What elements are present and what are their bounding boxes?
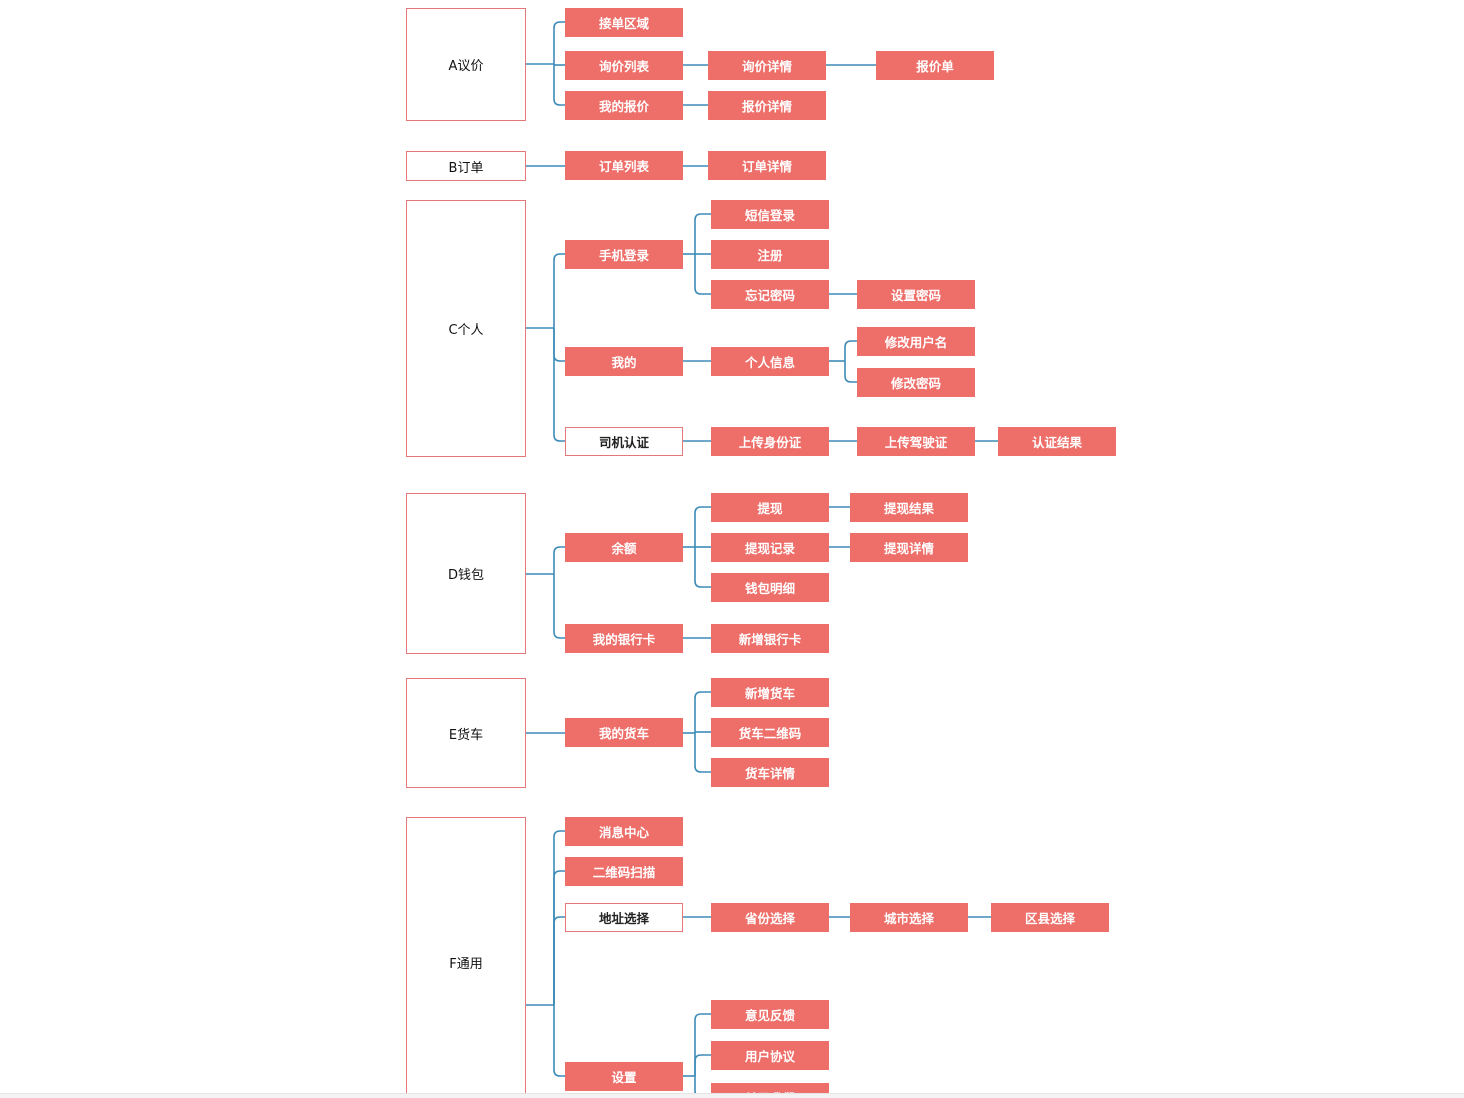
node-d-balance[interactable]: 余额 — [565, 533, 683, 562]
node-d-withdraw[interactable]: 提现 — [711, 493, 829, 522]
link-f-settings-branch-1 — [694, 1054, 711, 1076]
section-e[interactable]: E货车 — [406, 678, 526, 788]
node-c-set-pwd[interactable]: 设置密码 — [857, 280, 975, 309]
link-c-login-branch-2 — [694, 254, 711, 295]
node-a-my-quote[interactable]: 我的报价 — [565, 91, 683, 120]
link-f-settings-branch-0 — [694, 1013, 711, 1076]
link-a-branch-0 — [553, 21, 565, 64]
link-c-branch-2 — [553, 328, 565, 442]
node-c-driver-auth[interactable]: 司机认证 — [565, 427, 683, 456]
section-e-label: E货车 — [448, 727, 484, 743]
link-e-truck-branch-2 — [694, 733, 711, 773]
node-a-inquiry-list[interactable]: 询价列表 — [565, 51, 683, 80]
link-a-branch-2 — [553, 64, 565, 106]
section-f[interactable]: F通用 — [406, 817, 526, 1098]
node-c-upload-license[interactable]: 上传驾驶证 — [857, 427, 975, 456]
node-c-register[interactable]: 注册 — [711, 240, 829, 269]
node-b-order-list[interactable]: 订单列表 — [565, 151, 683, 180]
node-b-order-detail[interactable]: 订单详情 — [708, 151, 826, 180]
node-d-wallet-detail[interactable]: 钱包明细 — [711, 573, 829, 602]
node-a-area[interactable]: 接单区域 — [565, 8, 683, 37]
node-c-personal-info[interactable]: 个人信息 — [711, 347, 829, 376]
node-c-forgot-pwd[interactable]: 忘记密码 — [711, 280, 829, 309]
node-a-inquiry-detail[interactable]: 询价详情 — [708, 51, 826, 80]
link-c-branch-0 — [553, 253, 565, 328]
node-c-edit-username[interactable]: 修改用户名 — [857, 327, 975, 356]
link-c-info-branch-1 — [844, 361, 857, 383]
section-d[interactable]: D钱包 — [406, 493, 526, 654]
node-c-mine[interactable]: 我的 — [565, 347, 683, 376]
link-f-branch-0 — [553, 830, 565, 1005]
link-d-balance-branch-0 — [694, 506, 711, 547]
node-f-district[interactable]: 区县选择 — [991, 903, 1109, 932]
node-e-truck-detail[interactable]: 货车详情 — [711, 758, 829, 787]
link-f-branch-3 — [553, 1005, 565, 1077]
section-c-label: C个人 — [448, 323, 484, 338]
node-d-withdraw-detail[interactable]: 提现详情 — [850, 533, 968, 562]
link-d-branch-0 — [553, 546, 565, 574]
section-a[interactable]: A议价 — [406, 8, 526, 121]
node-f-province[interactable]: 省份选择 — [711, 903, 829, 932]
node-e-truck-qr[interactable]: 货车二维码 — [711, 718, 829, 747]
node-f-city[interactable]: 城市选择 — [850, 903, 968, 932]
page-bottom-edge — [0, 1093, 1464, 1098]
link-f-branch-2 — [553, 916, 565, 1005]
node-c-sms-login[interactable]: 短信登录 — [711, 200, 829, 229]
node-f-addr-select[interactable]: 地址选择 — [565, 903, 683, 932]
node-c-upload-id[interactable]: 上传身份证 — [711, 427, 829, 456]
node-d-withdraw-record[interactable]: 提现记录 — [711, 533, 829, 562]
section-b[interactable]: B订单 — [406, 151, 526, 181]
node-d-my-cards[interactable]: 我的银行卡 — [565, 624, 683, 653]
node-e-my-truck[interactable]: 我的货车 — [565, 718, 683, 747]
node-f-msg-center[interactable]: 消息中心 — [565, 817, 683, 846]
link-e-truck-branch-0 — [694, 691, 711, 733]
section-f-label: F通用 — [449, 956, 483, 972]
node-e-add-truck[interactable]: 新增货车 — [711, 678, 829, 707]
node-a-quote-detail[interactable]: 报价详情 — [708, 91, 826, 120]
node-c-phone-login[interactable]: 手机登录 — [565, 240, 683, 269]
node-f-feedback[interactable]: 意见反馈 — [711, 1000, 829, 1029]
node-c-edit-pwd[interactable]: 修改密码 — [857, 368, 975, 397]
node-c-auth-result[interactable]: 认证结果 — [998, 427, 1116, 456]
node-a-quote-sheet[interactable]: 报价单 — [876, 51, 994, 80]
node-d-withdraw-result[interactable]: 提现结果 — [850, 493, 968, 522]
link-c-info-branch-0 — [844, 340, 857, 361]
link-f-branch-1 — [553, 870, 565, 1005]
node-f-user-agreement[interactable]: 用户协议 — [711, 1041, 829, 1070]
link-d-balance-branch-2 — [694, 547, 711, 588]
section-a-label: A议价 — [448, 59, 484, 74]
node-f-settings[interactable]: 设置 — [565, 1062, 683, 1091]
link-c-login-branch-0 — [694, 213, 711, 254]
link-d-branch-1 — [553, 574, 565, 639]
link-c-branch-1 — [553, 328, 565, 362]
node-f-qr-scan[interactable]: 二维码扫描 — [565, 857, 683, 886]
section-b-label: B订单 — [448, 160, 484, 176]
section-d-label: D钱包 — [447, 568, 484, 583]
node-d-add-card[interactable]: 新增银行卡 — [711, 624, 829, 653]
section-c[interactable]: C个人 — [406, 200, 526, 457]
